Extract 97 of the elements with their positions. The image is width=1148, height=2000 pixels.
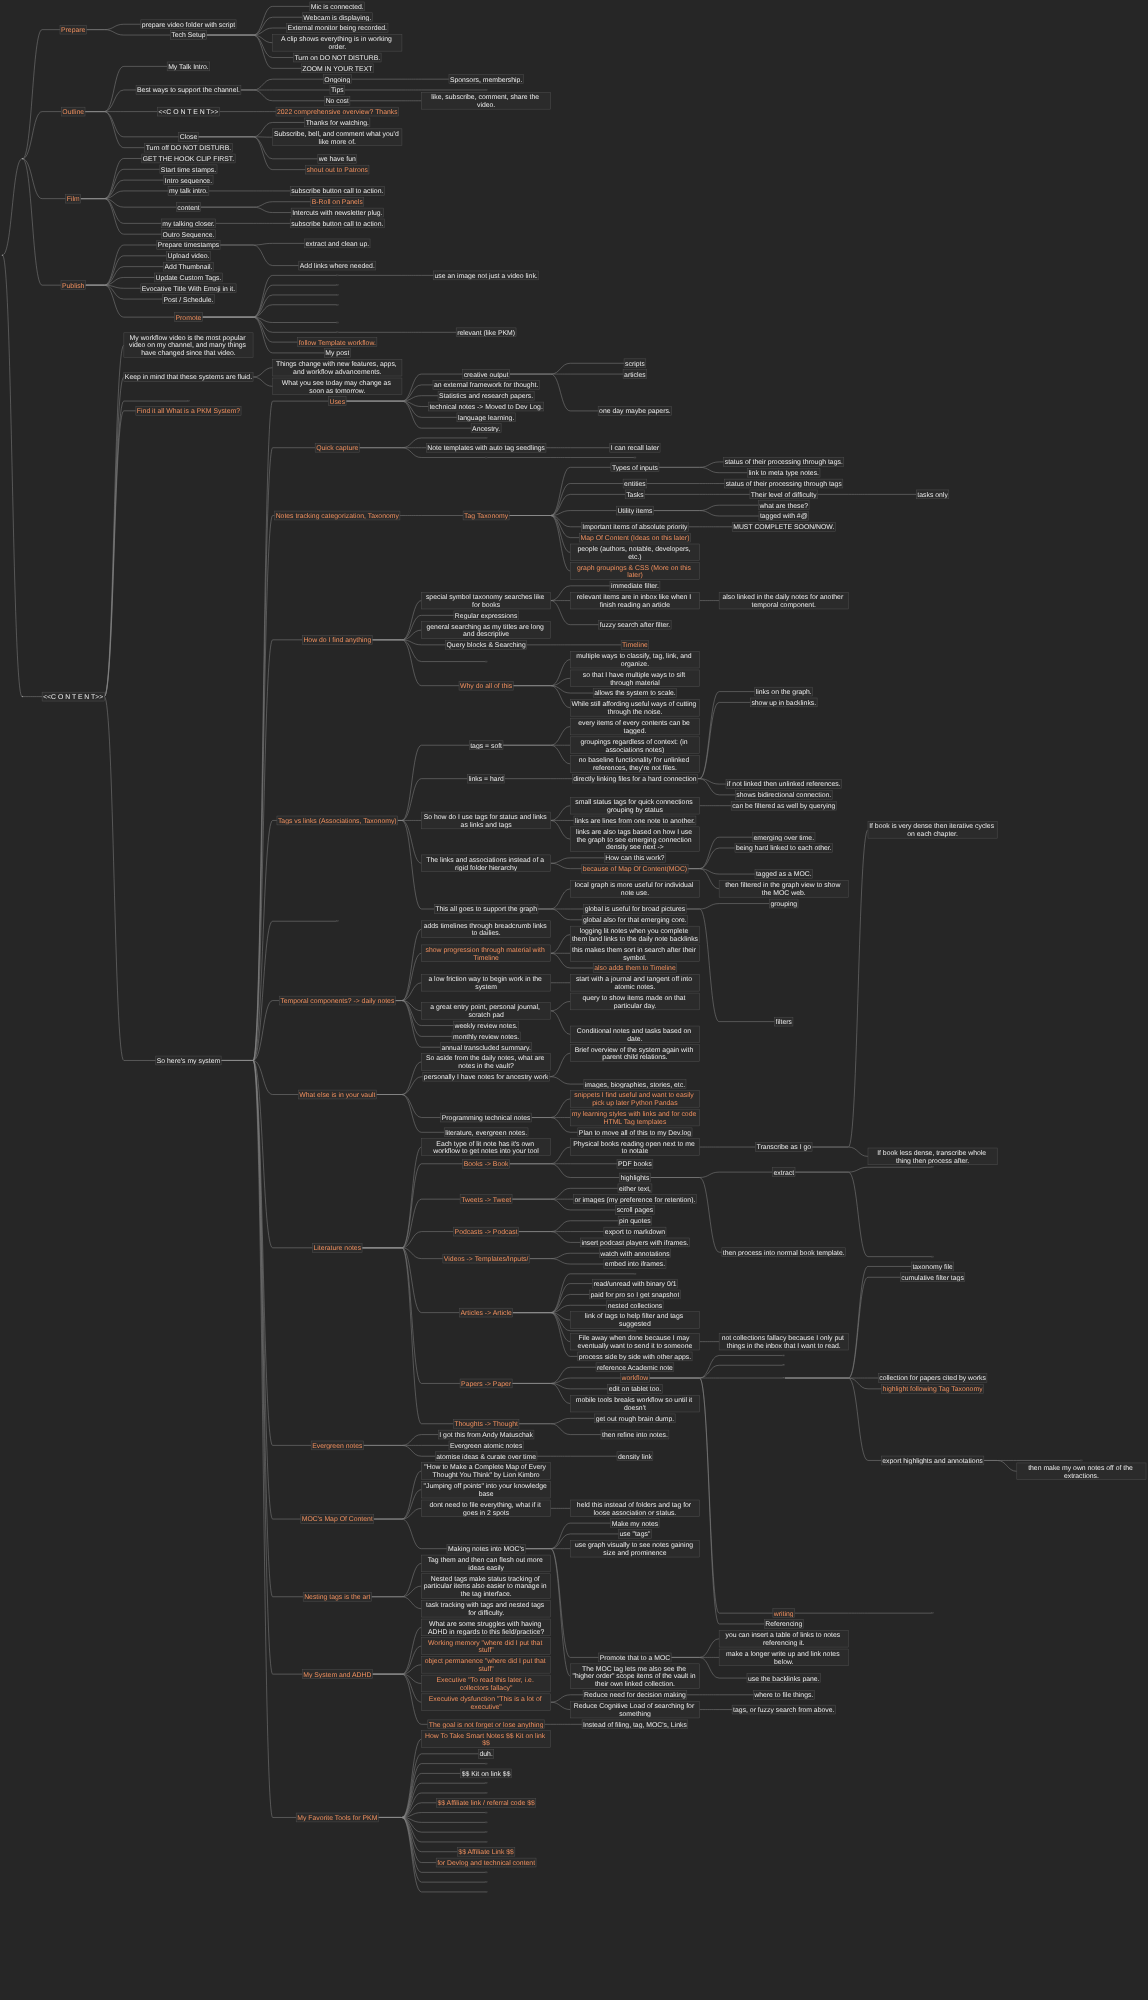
connector [252,367,273,378]
connector [550,1010,571,1035]
connector [219,244,300,266]
connector [550,1701,571,1710]
connector [549,1052,571,1077]
connector [550,585,611,601]
connector [644,494,751,495]
connector [22,158,62,286]
connector [397,820,422,864]
connector [687,868,720,890]
connector [784,1377,882,1461]
connector [983,1460,1018,1472]
connector [699,1341,720,1342]
connector [544,1724,583,1725]
connector [646,483,725,484]
connector [545,447,610,448]
connector [372,1673,429,1725]
connector [371,639,460,686]
connector [550,1694,584,1703]
connector [215,223,291,224]
connector [658,467,748,473]
connector [22,696,43,697]
connector [697,702,751,779]
connector [399,515,464,516]
connector [653,510,760,517]
connector [219,111,277,112]
connector [200,206,292,213]
connector [550,600,599,625]
connector [338,332,457,333]
connector [504,778,573,779]
connector [536,1455,618,1457]
connector [22,29,61,160]
connector [699,1709,733,1710]
connector [397,744,470,821]
connector [359,447,486,458]
connector [22,111,62,160]
connector [518,1423,602,1435]
connector [699,805,732,806]
connector [688,526,733,528]
connector [508,515,571,572]
connector [685,908,775,1022]
connector [512,1312,578,1357]
connector [549,1076,585,1085]
connector [550,863,582,869]
connector [531,1117,579,1133]
connector [502,744,571,765]
connector [550,1508,571,1509]
connector [104,410,137,697]
connector [529,1258,605,1265]
connector [104,400,188,697]
connector [197,136,306,170]
connector [373,1518,448,1549]
connector [511,1383,571,1404]
connector [550,953,594,969]
connector [345,400,472,429]
connector [550,820,575,821]
connector [697,778,736,796]
connector [206,34,302,69]
connector [509,373,599,412]
connector [817,494,917,495]
connector [525,1548,571,1677]
connector [2,254,23,697]
connector [349,100,422,102]
connector [699,600,720,601]
connector [794,1171,932,1257]
connector [486,457,635,458]
connector [252,376,273,387]
connector [363,1445,436,1457]
connector [376,1094,445,1133]
connector [338,275,434,276]
connector [397,820,435,910]
connector [537,908,583,921]
connector [550,600,571,601]
connector [697,691,756,779]
connector [697,778,727,785]
connector [550,953,571,954]
connector [371,1596,422,1609]
connector [550,982,571,983]
connector [650,1177,723,1253]
connector [397,778,468,821]
connector [811,1146,869,1157]
connector [104,696,157,1061]
connector [550,805,571,821]
connector [240,89,325,102]
connector [550,820,571,840]
connector [670,1657,748,1679]
connector [22,158,66,199]
connector [512,685,571,709]
connector [518,1231,581,1243]
connector [550,1001,571,1012]
connector [686,1694,754,1696]
connector [2,158,23,256]
connector [509,1163,620,1178]
connector [550,934,571,954]
connector [86,29,171,36]
connector [550,857,605,864]
connector [511,1198,616,1211]
